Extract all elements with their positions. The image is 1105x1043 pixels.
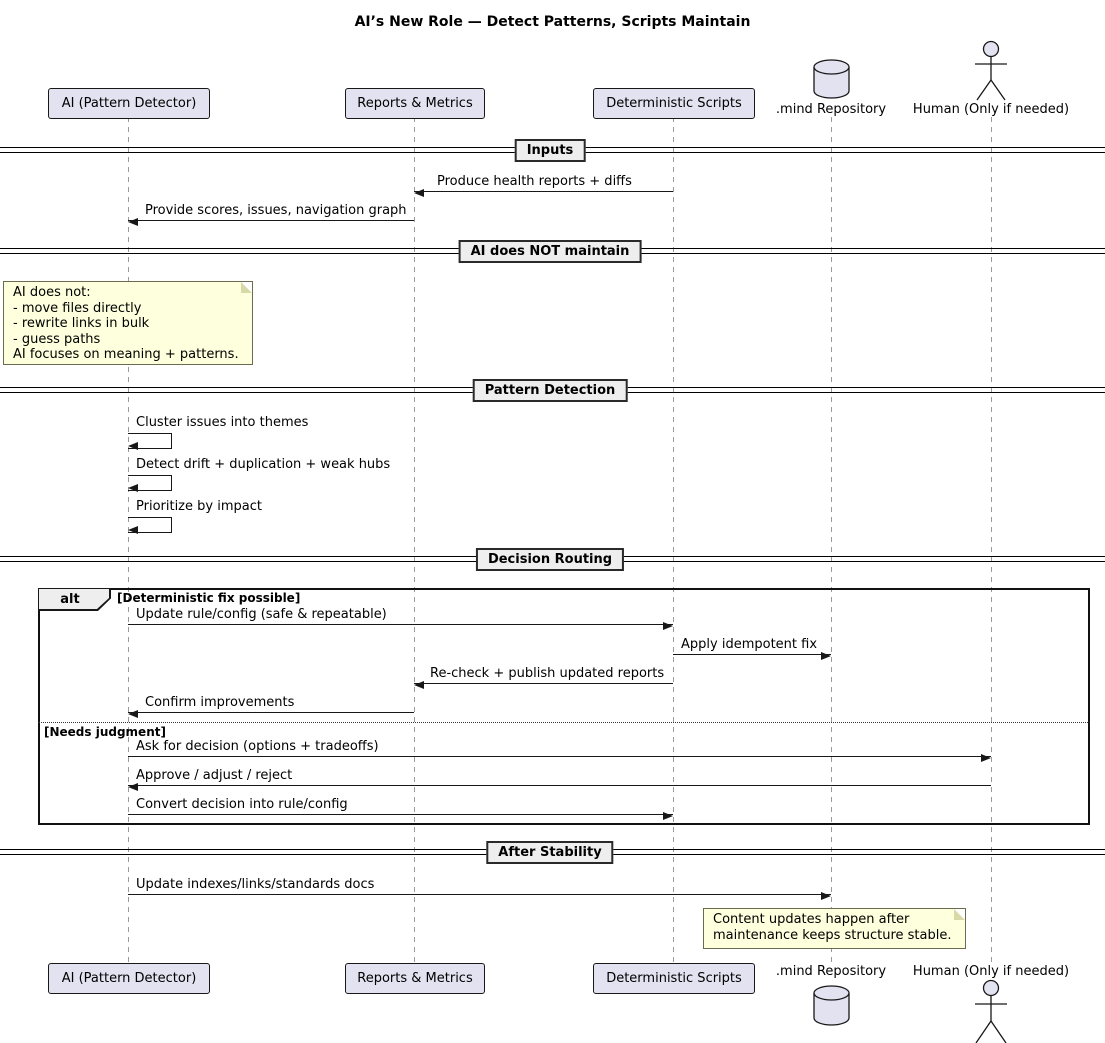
message-approve: Approve / adjust / reject	[128, 768, 991, 791]
arrowhead-right-icon	[981, 754, 991, 762]
note-fold-icon	[954, 909, 965, 920]
lifeline-scripts	[673, 117, 674, 963]
message-ask-decision: Ask for decision (options + tradeoffs)	[128, 739, 991, 762]
arrowhead-left-icon	[128, 442, 138, 450]
message-apply-fix-label: Apply idempotent fix	[681, 637, 818, 652]
message-line	[128, 814, 673, 815]
lifeline-human	[991, 117, 992, 963]
self-message-cluster-arrow	[128, 433, 172, 449]
lifeline-reports	[414, 117, 415, 963]
participant-repo-top-label: .mind Repository	[775, 102, 887, 117]
participant-scripts-bottom: Deterministic Scripts	[593, 963, 755, 994]
participant-reports-top: Reports & Metrics	[345, 88, 485, 119]
note-content-updates: Content updates happen after maintenance…	[703, 908, 966, 949]
note-line: AI focuses on meaning + patterns.	[13, 347, 239, 363]
note-fold-icon	[241, 282, 252, 293]
note-line: maintenance keeps structure stable.	[713, 927, 952, 943]
arrowhead-right-icon	[663, 622, 673, 630]
arrowhead-left-icon	[414, 189, 424, 197]
participant-human-bottom-label: Human (Only if needed)	[912, 964, 1070, 979]
alt-operator-label: alt	[39, 589, 109, 609]
participant-repo-bottom-label: .mind Repository	[775, 964, 887, 979]
alt-frame	[38, 588, 1090, 825]
message-update-indexes: Update indexes/links/standards docs	[128, 877, 831, 900]
message-line	[128, 712, 414, 713]
divider-pattern-detection: Pattern Detection	[472, 379, 628, 402]
message-line	[673, 654, 831, 655]
message-confirm-label: Confirm improvements	[145, 695, 295, 710]
alt-else-separator	[38, 722, 1090, 723]
message-line	[128, 220, 414, 221]
message-line	[414, 683, 673, 684]
arrowhead-left-icon	[128, 526, 138, 534]
message-line	[128, 894, 831, 895]
arrowhead-left-icon	[414, 681, 424, 689]
participant-human-top-label: Human (Only if needed)	[912, 102, 1070, 117]
message-recheck: Re-check + publish updated reports	[414, 666, 673, 689]
message-confirm: Confirm improvements	[128, 695, 414, 718]
note-line: AI does not:	[13, 285, 91, 300]
database-cylinder-icon	[813, 58, 850, 100]
arrowhead-left-icon	[128, 783, 138, 791]
note-line: - move files directly	[13, 300, 142, 316]
self-message-prioritize-label: Prioritize by impact	[136, 499, 262, 514]
arrowhead-right-icon	[663, 812, 673, 820]
message-recheck-label: Re-check + publish updated reports	[430, 666, 665, 681]
self-message-cluster-label: Cluster issues into themes	[136, 415, 309, 430]
divider-after-stability: After Stability	[486, 841, 614, 864]
lifeline-ai	[128, 117, 129, 963]
divider-not-maintain: AI does NOT maintain	[458, 240, 642, 263]
arrowhead-right-icon	[821, 652, 831, 660]
message-produce-reports-label: Produce health reports + diffs	[437, 174, 632, 189]
note-ai-scope: AI does not: - move files directly - rew…	[3, 281, 253, 365]
message-line	[128, 785, 991, 786]
message-convert-decision-label: Convert decision into rule/config	[136, 797, 348, 812]
note-line: Content updates happen after	[713, 912, 910, 927]
message-update-indexes-label: Update indexes/links/standards docs	[136, 877, 375, 892]
arrowhead-left-icon	[128, 484, 138, 492]
message-approve-label: Approve / adjust / reject	[136, 768, 293, 783]
message-line	[128, 756, 991, 757]
message-provide-scores-label: Provide scores, issues, navigation graph	[145, 203, 407, 218]
message-line	[128, 624, 673, 625]
self-message-detect-label: Detect drift + duplication + weak hubs	[136, 457, 391, 472]
message-line	[414, 191, 673, 192]
actor-stick-figure-icon	[971, 979, 1011, 1043]
message-provide-scores: Provide scores, issues, navigation graph	[128, 203, 414, 226]
note-line: - guess paths	[13, 331, 101, 347]
diagram-title: AI’s New Role — Detect Patterns, Scripts…	[354, 14, 751, 30]
alt-guard-judgment: [Needs judgment]	[44, 725, 166, 739]
arrowhead-right-icon	[821, 892, 831, 900]
arrowhead-left-icon	[128, 218, 138, 226]
database-cylinder-icon	[813, 984, 850, 1027]
message-apply-fix: Apply idempotent fix	[673, 637, 831, 660]
arrowhead-left-icon	[128, 710, 138, 718]
message-update-rule: Update rule/config (safe & repeatable)	[128, 607, 673, 630]
participant-ai-top: AI (Pattern Detector)	[48, 88, 210, 119]
actor-stick-figure-icon	[971, 40, 1011, 102]
self-message-prioritize-arrow	[128, 517, 172, 533]
alt-guard-deterministic: [Deterministic fix possible]	[117, 591, 301, 605]
participant-scripts-top: Deterministic Scripts	[593, 88, 755, 119]
note-line: - rewrite links in bulk	[13, 316, 150, 332]
message-ask-decision-label: Ask for decision (options + tradeoffs)	[136, 739, 379, 754]
message-update-rule-label: Update rule/config (safe & repeatable)	[136, 607, 387, 622]
participant-reports-bottom: Reports & Metrics	[345, 963, 485, 994]
self-message-detect-arrow	[128, 475, 172, 491]
divider-decision-routing: Decision Routing	[475, 548, 625, 571]
message-convert-decision: Convert decision into rule/config	[128, 797, 673, 820]
lifeline-repo	[831, 117, 832, 963]
message-produce-reports: Produce health reports + diffs	[414, 174, 673, 197]
divider-inputs: Inputs	[514, 139, 586, 162]
participant-ai-bottom: AI (Pattern Detector)	[48, 963, 210, 994]
